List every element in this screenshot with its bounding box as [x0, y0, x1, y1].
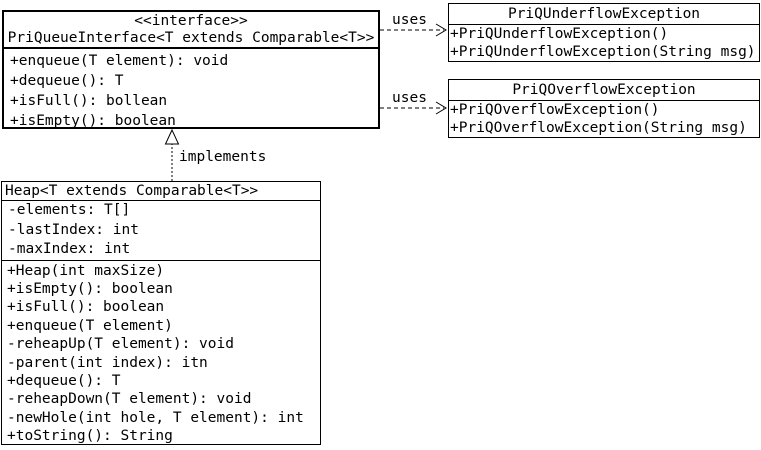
method-item: +PriQOverflowException() [450, 102, 660, 118]
class-methods-compartment: +PriQOverflowException() +PriQOverflowExc… [449, 101, 759, 137]
class-name: PriQUnderflowException [449, 4, 759, 25]
class-box-priqueueinterface: <<interface>> PriQueueInterface<T extend… [2, 10, 380, 129]
method-item: +PriQUnderflowException(String msg) [450, 44, 756, 60]
attribute-item: -lastIndex: int [8, 221, 139, 238]
attribute-item: -elements: T[] [8, 202, 131, 218]
method-item: +enqueue(T element) [7, 317, 173, 334]
method-item: +PriQOverflowException(String msg) [450, 120, 747, 136]
method-item: +dequeue(): T [7, 372, 121, 389]
class-attributes-compartment: -elements: T[] -lastIndex: int -maxIndex: … [2, 201, 320, 261]
method-item: +isEmpty(): boolean [10, 113, 176, 129]
method-item: +isFull(): bollean [10, 93, 168, 109]
implements-arrow [164, 128, 180, 181]
class-methods-compartment: +enqueue(T element): void +dequeue(): T +i… [4, 49, 378, 129]
class-methods-compartment: +Heap(int maxSize)+isEmpty(): boolean +is… [2, 261, 320, 445]
method-item: +Heap(int maxSize) [7, 262, 165, 279]
method-item: +dequeue(): T [10, 73, 124, 89]
class-box-heap: Heap<T extends Comparable<T>> -elements:… [1, 181, 321, 445]
uses-label-overflow: uses [392, 90, 427, 106]
attribute-item: -maxIndex: int [8, 241, 131, 257]
implements-label: implements [179, 149, 267, 165]
method-item: +isFull(): boolean [7, 299, 165, 316]
class-box-priqoverflowexception: PriQOverflowException +PriQOverflowExcep… [448, 79, 760, 138]
method-item: +PriQUnderflowException() [450, 26, 669, 42]
class-name: PriQueueInterface<T extends Comparable<T… [7, 30, 375, 46]
uses-label-underflow: uses [392, 12, 427, 28]
class-methods-compartment: +PriQUnderflowException() +PriQUnderflowE… [449, 25, 759, 61]
method-item: -parent(int index): itn [7, 354, 208, 371]
method-item: -reheapDown(T element): void [7, 391, 252, 408]
method-item: +toString(): String [7, 428, 173, 445]
method-item: +isEmpty(): boolean [7, 280, 173, 297]
class-name: PriQOverflowException [449, 80, 759, 101]
class-stereotype: <<interface>> [134, 13, 248, 29]
class-box-priqunderflowexception: PriQUnderflowException +PriQUnderflowExc… [448, 3, 760, 62]
method-item: +enqueue(T element): void [10, 53, 229, 69]
method-item: -newHole(int hole, T element): int [7, 409, 304, 426]
class-name: Heap<T extends Comparable<T>> [2, 182, 320, 201]
method-item: -reheapUp(T element): void [7, 336, 234, 353]
class-header: <<interface>> PriQueueInterface<T extend… [4, 12, 378, 49]
